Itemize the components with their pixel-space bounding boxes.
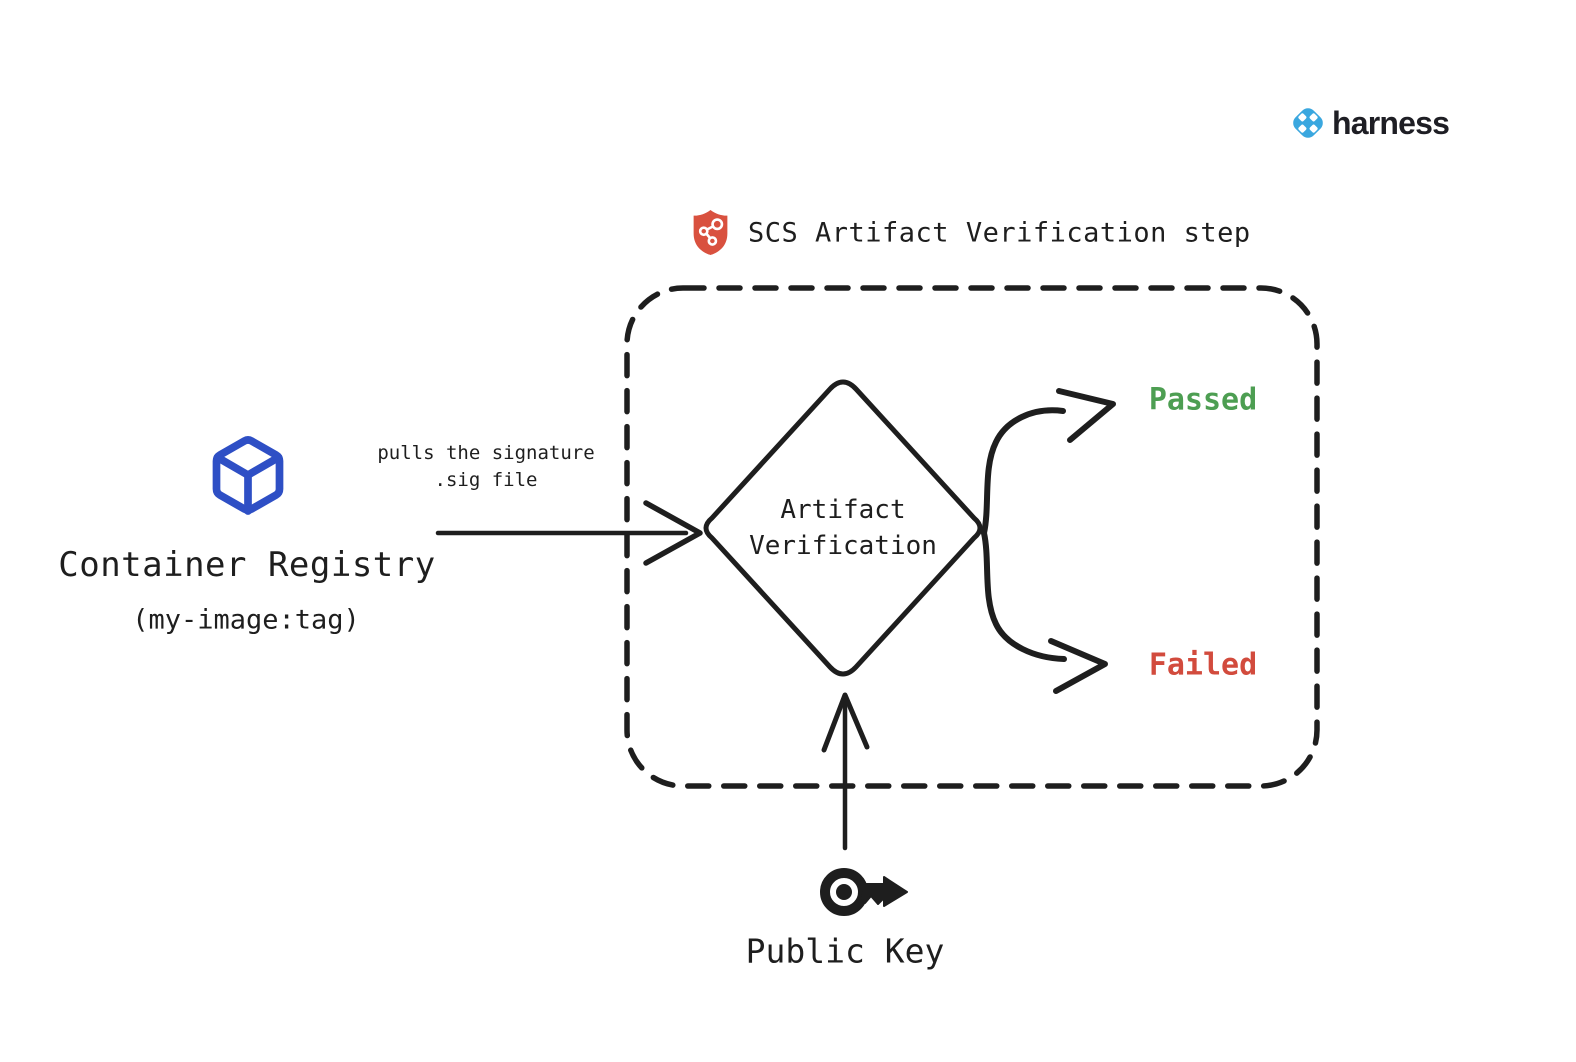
outcome-passed-label: Passed	[1148, 382, 1258, 418]
failed-branch-arrow	[981, 530, 1108, 694]
scs-shield-icon	[693, 210, 728, 255]
decision-label-line1: Artifact	[780, 495, 906, 525]
container-registry-label: Container Registry	[58, 545, 436, 585]
brand-logo: harness	[1289, 104, 1450, 142]
passed-branch-arrow	[981, 388, 1116, 536]
pull-signature-annotation: pulls the signature .sig file	[377, 440, 594, 494]
public-key-arrow	[821, 692, 870, 851]
public-key-icon	[820, 868, 908, 916]
decision-diamond-shape	[703, 379, 983, 677]
harness-logo-icon	[1293, 108, 1323, 138]
decision-label-line2: Verification	[749, 531, 937, 561]
pull-signature-arrow	[435, 500, 703, 566]
brand-wordmark: harness	[1332, 104, 1450, 141]
pull-annotation-line1: pulls the signature	[377, 442, 595, 464]
public-key-label: Public Key	[745, 931, 945, 971]
outcome-failed-label: Failed	[1148, 647, 1258, 683]
container-cube-icon	[212, 436, 284, 515]
step-title: SCS Artifact Verification step	[748, 217, 1251, 249]
container-registry-image-tag: (my-image:tag)	[132, 604, 360, 636]
step-boundary-dashed-box	[624, 285, 1320, 789]
pull-annotation-line2: .sig file	[434, 469, 538, 491]
